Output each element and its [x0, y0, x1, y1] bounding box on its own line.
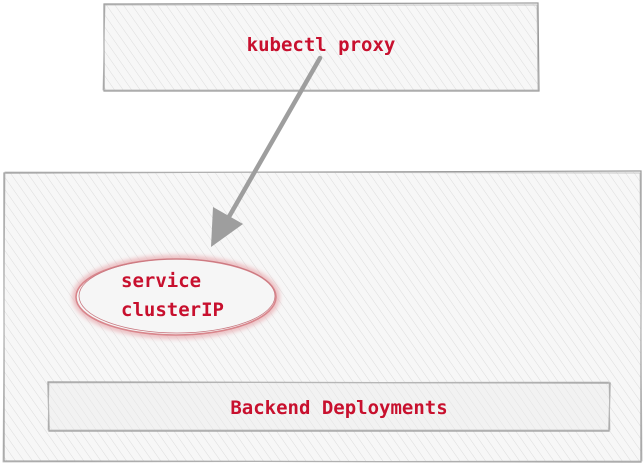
- backend-deployments-box: Backend Deployments: [47, 381, 611, 432]
- proxy-to-service-arrow: [211, 55, 323, 247]
- kubectl-proxy-label: kubectl proxy: [247, 34, 396, 56]
- service-clusterip-node: service clusterIP: [72, 255, 280, 339]
- arrow-head-icon: [211, 207, 243, 247]
- backend-deployments-label: Backend Deployments: [230, 397, 447, 419]
- service-label: service: [121, 270, 201, 292]
- kubectl-proxy-box: kubectl proxy: [102, 2, 540, 92]
- clusterip-label: clusterIP: [121, 299, 224, 321]
